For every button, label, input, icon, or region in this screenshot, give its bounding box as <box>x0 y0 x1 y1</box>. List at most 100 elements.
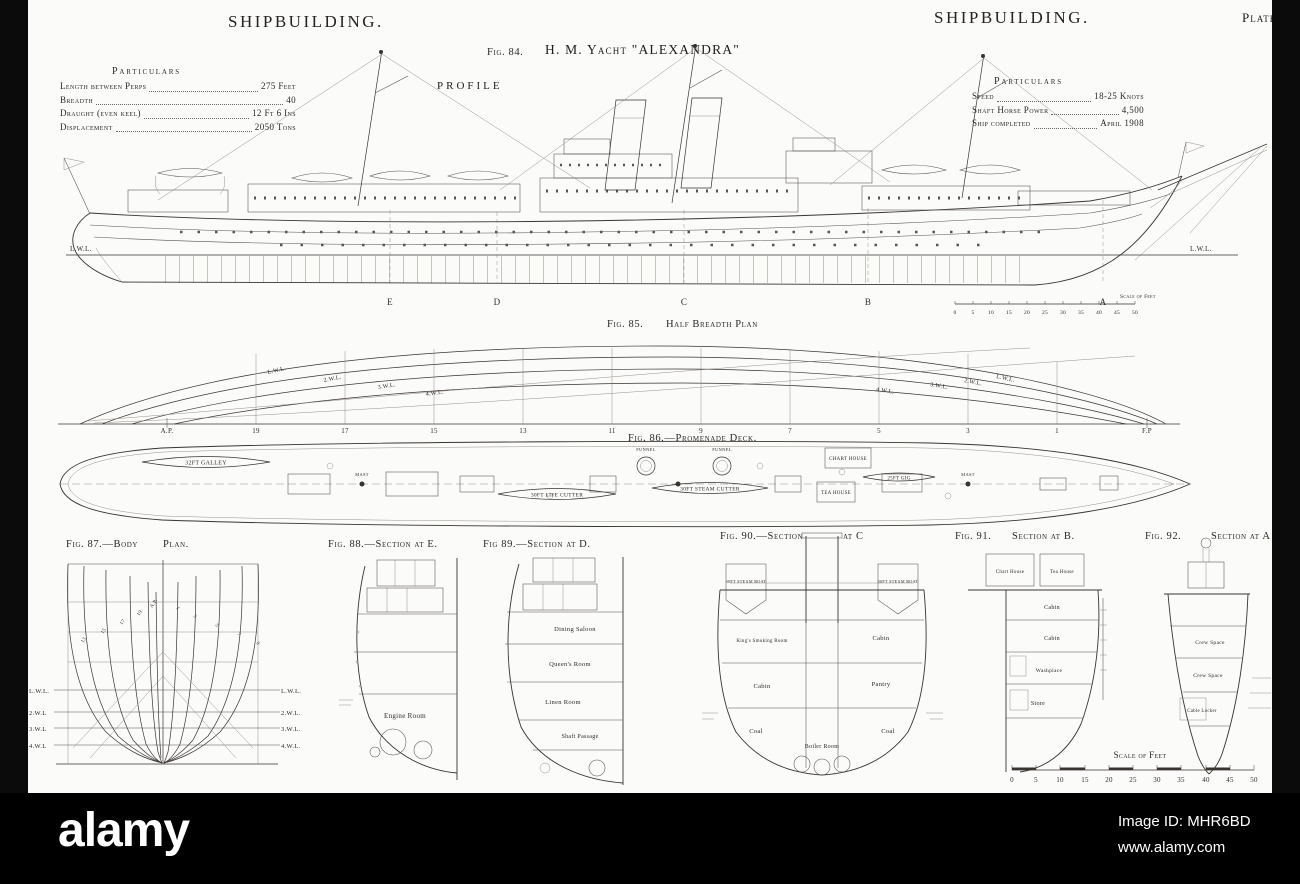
label-pantry: Pantry <box>872 681 891 688</box>
section-d-structure <box>505 557 624 785</box>
scale-tick: 25 <box>1129 776 1137 784</box>
fig90-number: Fig. 90.—Section <box>720 531 804 542</box>
station-label: F.P <box>1142 427 1152 435</box>
wl-label: 2.W.L <box>29 710 47 717</box>
label-engine-room: Engine Room <box>384 712 426 720</box>
particular-value: 4,500 <box>1121 104 1144 115</box>
fig85-number: Fig. 85. <box>607 319 644 330</box>
deck-outline <box>59 440 1192 528</box>
particular-label: Length between Perps <box>60 81 147 91</box>
fig87-body-plan: L.W.L. 2.W.L 3.W.L 4.W.L L.W.L. 2.W.L. 3… <box>29 560 301 765</box>
wl-label: 4.W.L. <box>876 387 895 396</box>
label-steam-boat-left: 30FT STEAM BOAT <box>726 579 767 584</box>
wl-label: L.W.L. <box>996 374 1016 384</box>
fig86-caption: Fig. 86.—Promenade Deck. <box>628 433 757 444</box>
profile-hull <box>72 143 1268 286</box>
station-label: 7 <box>235 632 241 637</box>
deck-boat-life-cutter: 30FT LIFE CUTTER <box>497 488 617 500</box>
header-left: SHIPBUILDING. <box>228 12 384 31</box>
station-label: 11 <box>608 427 616 435</box>
wl-label: L.W.L. <box>267 366 287 376</box>
scale-tick: 45 <box>1226 776 1234 784</box>
alamy-url-text: www.alamy.com <box>1118 839 1226 856</box>
fig85-half-breadth-plan: L.W.L. 2.W.L. 3.W.L. 4.W.L. 4.W.L. 3.W.L… <box>58 345 1180 435</box>
dotted-leader <box>149 90 259 92</box>
deck-funnels: FUNNEL FUNNEL <box>636 447 731 476</box>
profile-waterline: L.W.L. L.W.L. <box>66 245 1238 256</box>
wl-label: 3.W.L. <box>930 382 949 391</box>
label-funnel: FUNNEL <box>636 447 656 452</box>
profile-scale-of-feet: Scale of Feet 0 5 10 15 20 25 30 35 40 4… <box>953 294 1155 316</box>
label-cabin-upper: Cabin <box>1044 605 1060 611</box>
bodyplan-station-labels: A.P. 19 17 15 13 1 3 5 7 9 <box>81 598 261 646</box>
station-letter-a: A <box>1100 297 1107 307</box>
particular-value: 12 Ft 6 Ins <box>252 108 296 118</box>
wl-label: 2.W.L. <box>964 378 983 387</box>
section-c-boat-panels: 30FT STEAM BOAT 30FT STEAM BOAT <box>726 563 919 615</box>
label-washplace: Washplace <box>1036 668 1063 674</box>
scale-tick: 15 <box>1006 310 1012 316</box>
photo-edge-left <box>0 0 28 884</box>
label-linen-room: Linen Room <box>545 699 581 706</box>
scale-tick: 50 <box>1250 776 1258 784</box>
particular-label: Shaft Horse Power <box>972 104 1049 115</box>
scale-tick: 15 <box>1081 776 1089 784</box>
wl-label: 3.W.L. <box>377 382 396 391</box>
fig91-number: Fig. 91. <box>955 531 992 542</box>
fig92-number: Fig. 92. <box>1145 531 1182 542</box>
label-crew-space-upper: Crew Space <box>1195 640 1225 646</box>
bottom-scale-ruler <box>1011 765 1255 771</box>
label-dining-saloon: Dining Saloon <box>554 626 596 633</box>
label-cabin-right: Cabin <box>872 635 889 642</box>
particular-label: Ship completed <box>972 118 1031 128</box>
wl-label: 3.W.L. <box>281 726 301 733</box>
label-kings-smoking-room: King's Smoking Room <box>736 639 787 644</box>
station-label: 3 <box>966 427 970 435</box>
profile-porthole-rows <box>180 230 1050 247</box>
station-label: 13 <box>519 427 527 435</box>
watermark-bar: alamy Image ID: MHR6BD www.alamy.com <box>0 793 1300 884</box>
label-galley: 32FT GALLEY <box>185 461 227 467</box>
halfbreadth-curves <box>58 345 1180 428</box>
station-label: 13 <box>81 637 88 645</box>
label-steam-boat-right: 30FT STEAM BOAT <box>878 579 919 584</box>
fig87-number: Fig. 87.—Body <box>66 539 139 550</box>
station-label: A.P. <box>161 427 174 435</box>
label-tea-house: TEA HOUSE <box>821 491 851 496</box>
fig90-section-c: 30FT STEAM BOAT 30FT STEAM BOAT King's S… <box>702 532 943 776</box>
bodyplan-sections-aft <box>67 563 163 764</box>
particular-value: 40 <box>286 94 296 105</box>
dotted-leader <box>1033 127 1098 129</box>
scale-tick: 5 <box>1034 776 1038 784</box>
station-letter-d: D <box>494 297 501 307</box>
scale-tick: 20 <box>1024 310 1030 316</box>
label-chart-house: Chart House <box>996 570 1025 575</box>
profile-superstructure <box>127 137 1131 213</box>
fig89-caption: Fig 89.—Section at D. <box>483 539 591 550</box>
label-queens-room: Queen's Room <box>549 661 591 668</box>
wl-label: 2.W.L. <box>323 375 342 384</box>
section-b-structure <box>968 553 1107 773</box>
fig90-title: at C <box>843 531 864 542</box>
profile-station-lines: E D C B A <box>387 200 1107 307</box>
wl-label: 4.W.L <box>29 743 47 750</box>
dotted-leader <box>997 100 1092 102</box>
deck-boat-gig: 25FT GIG <box>862 472 936 482</box>
label-steam-cutter: 30FT STEAM CUTTER <box>680 487 740 493</box>
alamy-logo: alamy <box>58 804 190 857</box>
label-chart-house: CHART HOUSE <box>829 457 867 462</box>
station-label: 5 <box>213 623 219 628</box>
scale-tick: 40 <box>1202 776 1210 784</box>
station-label: 5 <box>877 427 881 435</box>
header-right: SHIPBUILDING. <box>934 8 1090 27</box>
station-label: 9 <box>254 641 260 646</box>
station-label: 19 <box>137 610 144 618</box>
station-label: 3 <box>191 614 197 619</box>
section-e-structure <box>339 558 458 780</box>
label-cabin-lower: Cabin <box>1044 636 1060 642</box>
bodyplan-diagonals <box>72 651 254 759</box>
particular-value: 2050 Tons <box>254 121 296 132</box>
